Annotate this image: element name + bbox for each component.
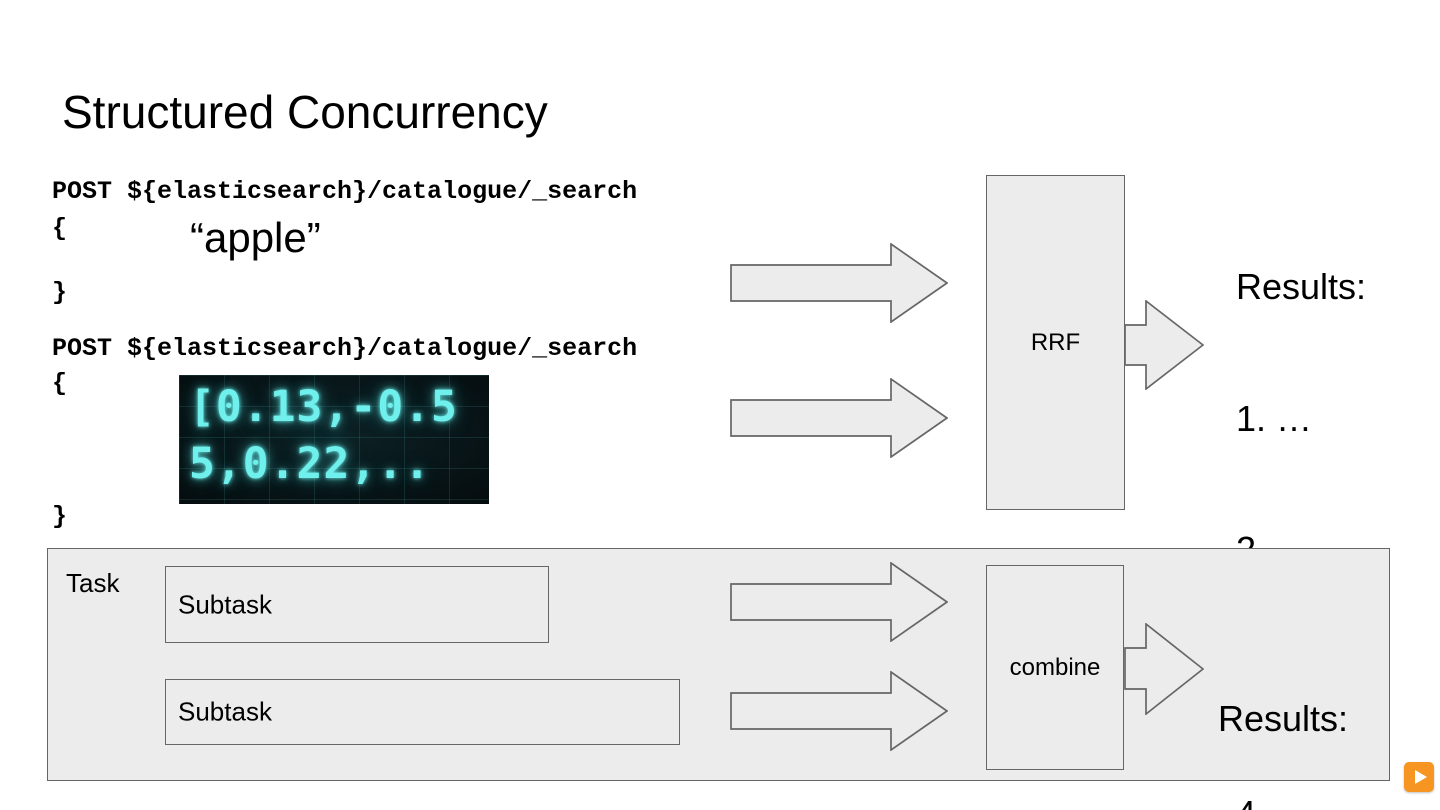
bottom-results-heading: Results: bbox=[1218, 697, 1349, 739]
rrf-label: RRF bbox=[1030, 328, 1081, 356]
subtask-1-arrow bbox=[730, 562, 948, 642]
code-block-1-brace-open: { bbox=[52, 214, 68, 243]
subtask-2-arrow bbox=[730, 671, 948, 751]
text-query-term: “apple” bbox=[190, 214, 321, 261]
task-panel-label: Task bbox=[66, 568, 120, 598]
rrf-combiner-box: RRF bbox=[986, 175, 1125, 510]
subtask-1-label: Subtask bbox=[178, 589, 272, 619]
top-results-item-1: 1. … bbox=[1236, 397, 1313, 439]
top-results-heading: Results: bbox=[1236, 265, 1367, 307]
subtask-box-1: Subtask bbox=[165, 566, 549, 643]
code-block-2-request-line: POST ${elasticsearch}/catalogue/_search bbox=[52, 334, 638, 363]
play-icon bbox=[1415, 770, 1427, 784]
subtask-2-label: Subtask bbox=[178, 696, 272, 727]
combine-box: combine bbox=[986, 565, 1124, 770]
code-block-2-brace-open: { bbox=[52, 369, 68, 398]
vector-query-arrow bbox=[730, 378, 948, 458]
play-button[interactable] bbox=[1404, 762, 1434, 792]
bottom-results-block: Results: 1. … bbox=[1218, 609, 1348, 810]
code-block-1-brace-close: } bbox=[52, 278, 68, 307]
embedding-vector-image: [0.13,-0.55,0.22,.. bbox=[179, 375, 489, 504]
embedding-vector-text: [0.13,-0.55,0.22,.. bbox=[189, 382, 458, 489]
code-block-2-brace-close: } bbox=[52, 502, 68, 531]
page-title: Structured Concurrency bbox=[62, 86, 548, 138]
combine-output-arrow bbox=[1124, 623, 1204, 715]
code-block-1-request-line: POST ${elasticsearch}/catalogue/_search bbox=[52, 177, 638, 206]
text-query-arrow bbox=[730, 243, 948, 323]
subtask-box-2: Subtask bbox=[165, 679, 680, 745]
top-results-item-4: 4. … bbox=[1236, 792, 1366, 810]
combine-label: combine bbox=[1009, 653, 1101, 681]
rrf-output-arrow bbox=[1124, 300, 1204, 390]
